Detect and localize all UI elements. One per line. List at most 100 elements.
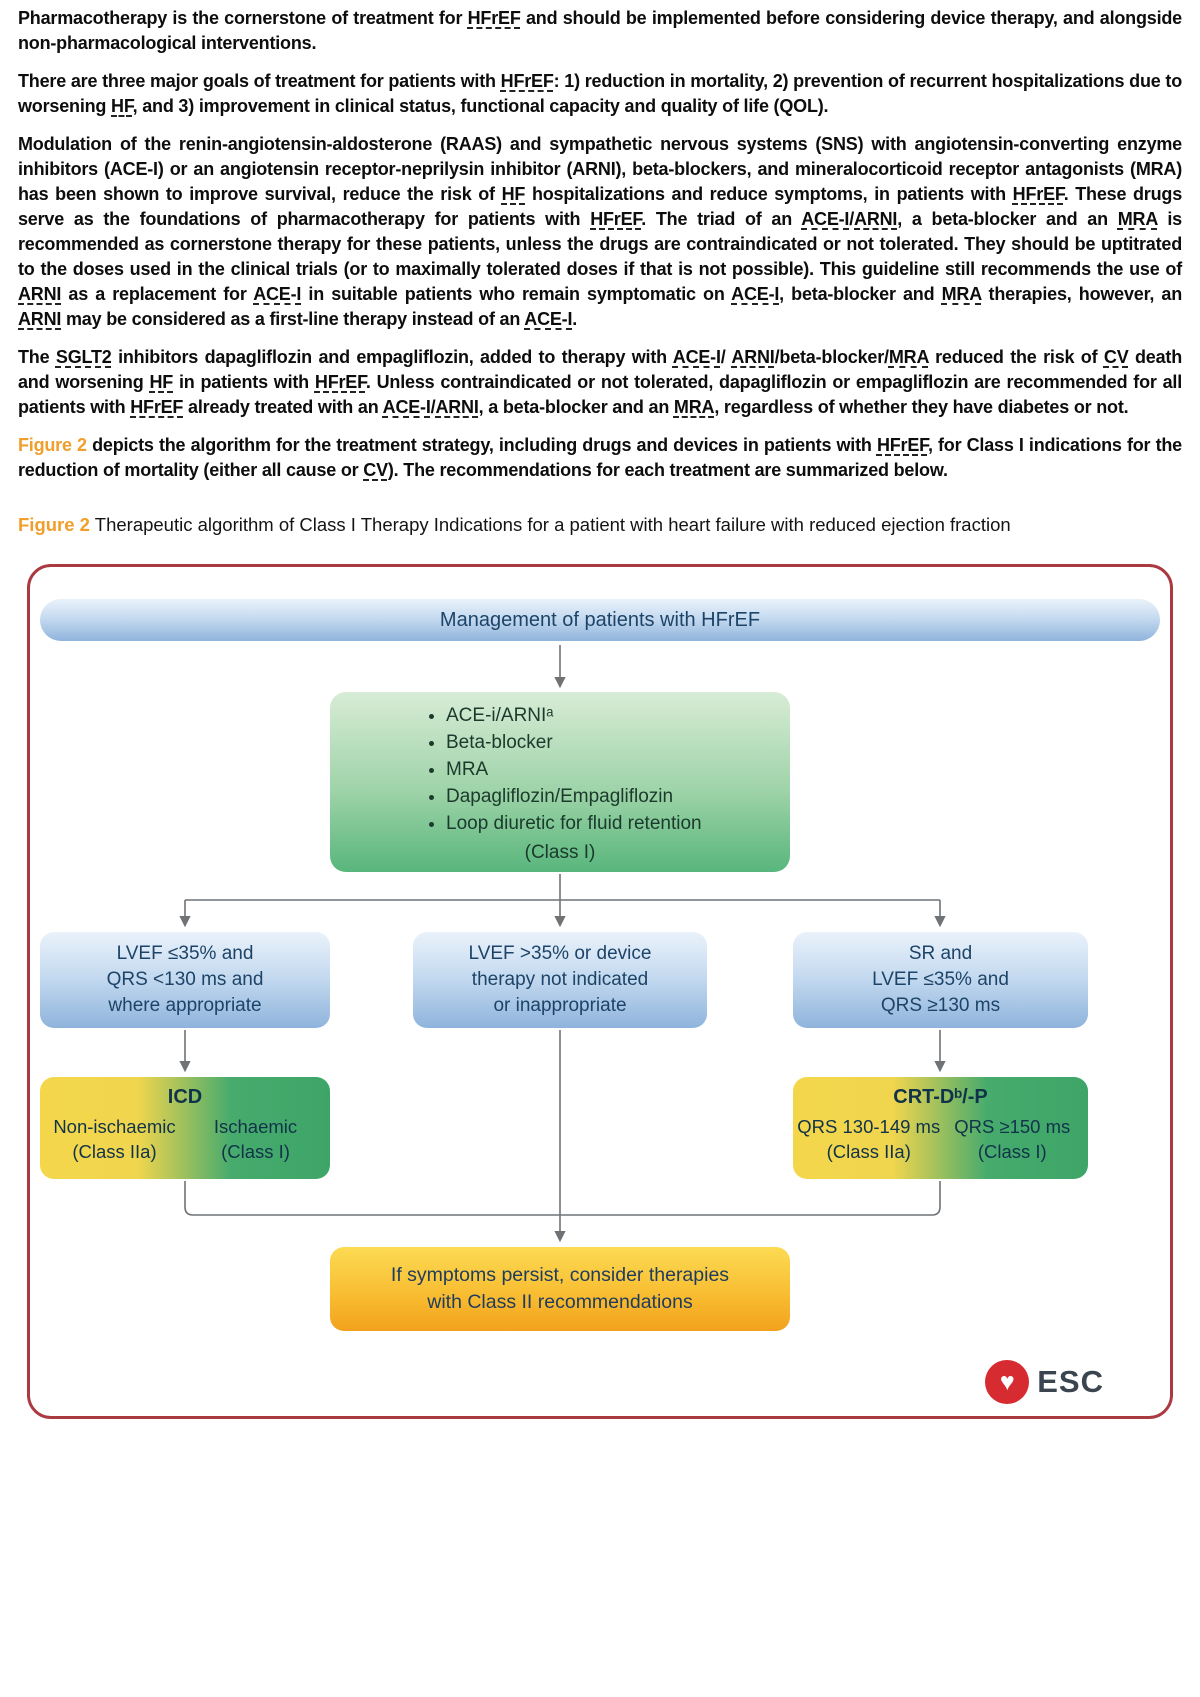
glossary-link[interactable]: HF (111, 96, 133, 116)
text-segment: and should be implemented before conside… (18, 8, 1182, 53)
paragraph-raas-modulation: Modulation of the renin-angiotensin-aldo… (18, 132, 1182, 332)
glossary-link[interactable]: HFrEF (876, 435, 928, 455)
text-segment: in suitable patients who remain symptoma… (301, 284, 732, 304)
text-segment: . Unless contraindicated or not tolerate… (18, 372, 1182, 417)
glossary-link[interactable]: ACE-I (524, 309, 573, 329)
text-segment: in patients with (173, 372, 315, 392)
glossary-link[interactable]: ARNI (731, 347, 775, 367)
node-title: ICD (167, 1086, 203, 1108)
text-segment: Modulation of the renin-angiotensin-aldo… (18, 134, 1182, 204)
text-segment: /beta-blocker/ (774, 347, 889, 367)
glossary-link[interactable]: ACE-I (382, 397, 431, 417)
class-label: (Class I) (524, 842, 596, 863)
node-title: CRT-Dᵇ/-P (893, 1086, 988, 1108)
figure-reference[interactable]: Figure 2 (18, 514, 90, 535)
icd-nonischaemic: Non-ischaemic (Class IIa) (44, 1114, 185, 1164)
glossary-link[interactable]: ARNI (854, 209, 898, 229)
glossary-link[interactable]: HFrEF (500, 71, 554, 91)
glossary-link[interactable]: ACE-I (672, 347, 721, 367)
figure-caption: Figure 2 Therapeutic algorithm of Class … (0, 513, 1200, 537)
text-segment: therapies, however, an (981, 284, 1183, 304)
node-line: QRS <130 ms and (106, 969, 264, 990)
text-segment: hospitalizations and reduce symptoms, in… (525, 184, 1013, 204)
glossary-link[interactable]: ACE-I (253, 284, 302, 304)
node-icd-criteria: LVEF ≤35% and QRS <130 ms and where appr… (40, 932, 330, 1028)
text-segment: , beta-blocker and (779, 284, 942, 304)
node-foundational-therapy: ACE-i/ARNIᵃ Beta-blocker MRA Dapaglifloz… (330, 692, 790, 872)
cell-line: QRS 130-149 ms (797, 1116, 941, 1137)
glossary-link[interactable]: ACE-I (731, 284, 780, 304)
flow-connectors (179, 645, 946, 1243)
node-management: Management of patients with HFrEF (40, 599, 1160, 641)
text-segment: / (430, 397, 436, 417)
text-segment: , for Class I indications for the reduct… (18, 435, 1182, 480)
glossary-link[interactable]: ACE-I (801, 209, 850, 229)
glossary-link[interactable]: MRA (1117, 209, 1158, 229)
icd-ischaemic: Ischaemic (Class I) (185, 1114, 326, 1164)
icd-cells: Non-ischaemic (Class IIa) Ischaemic (Cla… (44, 1114, 326, 1164)
text-segment: There are three major goals of treatment… (18, 71, 501, 91)
node-line: QRS ≥130 ms (880, 995, 1001, 1016)
therapy-item: MRA (446, 756, 702, 783)
text-segment: Pharmacotherapy is the cornerstone of tr… (18, 8, 468, 28)
node-line: where appropriate (108, 995, 262, 1016)
esc-logo: ♥ ESC (985, 1360, 1104, 1404)
glossary-link[interactable]: HFrEF (1012, 184, 1064, 204)
node-icd: ICD Non-ischaemic (Class IIa) Ischaemic … (40, 1077, 330, 1179)
text-segment: , a beta-blocker and an (897, 209, 1118, 229)
crt-130-149: QRS 130-149 ms (Class IIa) (797, 1114, 941, 1164)
therapy-item: Loop diuretic for fluid retention (446, 810, 702, 837)
node-line: with Class II recommendations (427, 1291, 693, 1313)
crt-cells: QRS 130-149 ms (Class IIa) QRS ≥150 ms (… (797, 1114, 1084, 1164)
glossary-link[interactable]: ARNI (435, 397, 479, 417)
article-text: Pharmacotherapy is the cornerstone of tr… (0, 0, 1200, 483)
glossary-link[interactable]: CV (363, 460, 388, 480)
text-segment: inhibitors dapagliflozin and empaglifloz… (111, 347, 673, 367)
node-line: SR and (908, 943, 973, 964)
figure-reference[interactable]: Figure 2 (18, 435, 87, 455)
cell-line: (Class I) (221, 1141, 290, 1162)
crt-150plus: QRS ≥150 ms (Class I) (941, 1114, 1085, 1164)
node-line: therapy not indicated (471, 969, 649, 990)
text-segment: The (18, 347, 56, 367)
glossary-link[interactable]: ARNI (18, 284, 62, 304)
text-segment: , a beta-blocker and an (478, 397, 674, 417)
text-segment: is recommended as cornerstone therapy fo… (18, 209, 1182, 279)
therapy-list: ACE-i/ARNIᵃ Beta-blocker MRA Dapaglifloz… (368, 702, 702, 837)
node-line: If symptoms persist, consider therapies (390, 1264, 730, 1286)
paragraph-sglt2: The SGLT2 inhibitors dapagliflozin and e… (18, 345, 1182, 420)
glossary-link[interactable]: ARNI (18, 309, 62, 329)
glossary-link[interactable]: HF (501, 184, 526, 204)
node-crt-criteria: SR and LVEF ≤35% and QRS ≥130 ms (793, 932, 1088, 1028)
node-line: LVEF ≤35% and (116, 943, 254, 964)
cell-line: (Class IIa) (72, 1141, 157, 1162)
figure-2-algorithm: Management of patients with HFrEF ACE-i/… (27, 564, 1173, 1419)
glossary-link[interactable]: MRA (888, 347, 929, 367)
node-text: Management of patients with HFrEF (439, 609, 761, 631)
text-segment: , and 3) improvement in clinical status,… (132, 96, 829, 116)
text-segment: . The triad of an (641, 209, 802, 229)
glossary-link[interactable]: SGLT2 (55, 347, 112, 367)
glossary-link[interactable]: HF (149, 372, 174, 392)
text-segment: may be considered as a first-line therap… (61, 309, 525, 329)
cell-line: (Class IIa) (826, 1141, 911, 1162)
text-segment: ). The recommendations for each treatmen… (387, 460, 948, 480)
text-segment: already treated with an (183, 397, 383, 417)
text-segment: . (572, 309, 578, 329)
text-segment: depicts the algorithm for the treatment … (86, 435, 877, 455)
text-segment: Therapeutic algorithm of Class I Therapy… (89, 514, 1011, 535)
glossary-link[interactable]: MRA (673, 397, 715, 417)
cell-line: Ischaemic (213, 1116, 298, 1137)
glossary-link[interactable]: MRA (941, 284, 982, 304)
text-segment: / (720, 347, 732, 367)
node-no-device-criteria: LVEF >35% or device therapy not indicate… (413, 932, 707, 1028)
therapy-item: Dapagliflozin/Empagliflozin (446, 783, 702, 810)
glossary-link[interactable]: HFrEF (130, 397, 184, 417)
node-line: or inappropriate (493, 995, 627, 1016)
node-crt: CRT-Dᵇ/-P QRS 130-149 ms (Class IIa) QRS… (793, 1077, 1088, 1179)
glossary-link[interactable]: HFrEF (590, 209, 642, 229)
glossary-link[interactable]: HFrEF (314, 372, 366, 392)
glossary-link[interactable]: CV (1103, 347, 1129, 367)
glossary-link[interactable]: HFrEF (467, 8, 521, 28)
